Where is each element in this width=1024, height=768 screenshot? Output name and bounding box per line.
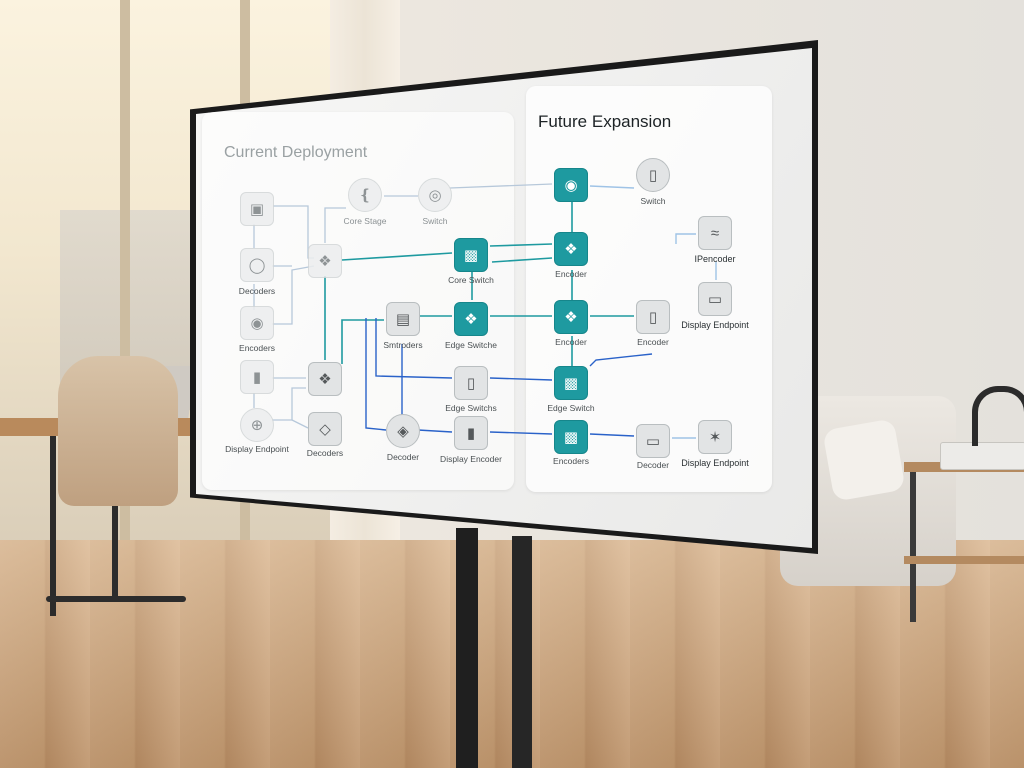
shelf — [904, 556, 1024, 564]
node-icon[interactable]: ❖ — [308, 362, 342, 396]
monitor-stand — [456, 528, 478, 768]
share-icon[interactable]: ✶ — [698, 420, 732, 454]
decoder-label: Decoder — [386, 452, 420, 462]
core-switch-label: Core Switch — [448, 275, 494, 285]
monitor-screen: Current Deployment Future Expansion — [196, 48, 812, 548]
edge-switch-label: Edge Switch — [547, 403, 595, 413]
link — [489, 377, 553, 381]
decoder-label: Decoder — [636, 460, 670, 470]
link — [272, 387, 306, 421]
display-endpoint-left-label: Display Endpoint — [225, 444, 289, 454]
encoders-label: Encoders — [553, 456, 589, 466]
core-switch-node[interactable]: ▩ — [454, 238, 488, 272]
desk-leg — [50, 436, 56, 616]
encoder-1-label: Encoder — [555, 269, 587, 279]
smtroders-label: Smtroders — [383, 340, 423, 350]
edge-switche-label: Edge Switche — [445, 340, 497, 350]
display-endpoint-2-label: Display Endpoint — [681, 458, 749, 468]
edge-switchs-label: Edge Switchs — [445, 403, 497, 413]
drop-icon[interactable]: ◈ — [386, 414, 420, 448]
edge-switch-node[interactable]: ▩ — [554, 366, 588, 400]
camera-node[interactable]: ◉ — [554, 168, 588, 202]
encoders-label: Encoders — [239, 343, 275, 353]
router — [940, 442, 1024, 470]
future-expansion-title: Future Expansion — [538, 112, 672, 131]
display-endpoint-1-label: Display Endpoint — [681, 320, 749, 330]
window-mullion — [120, 0, 130, 560]
box-icon[interactable]: ◯ — [240, 248, 274, 282]
link — [341, 319, 384, 364]
display-encoder-label: Display Encoder — [440, 454, 502, 464]
node-icon[interactable]: ❖ — [308, 244, 342, 278]
wifi-icon[interactable]: ≈ — [698, 216, 732, 250]
decoders-2-label: Decoders — [306, 448, 344, 458]
device-icon[interactable]: ▤ — [386, 302, 420, 336]
drop-icon[interactable]: ◉ — [240, 306, 274, 340]
light-links — [589, 185, 717, 439]
encoder-node[interactable]: ❖ — [554, 300, 588, 334]
link — [589, 353, 653, 367]
device-icon[interactable]: ▮ — [454, 416, 488, 450]
link — [489, 431, 553, 435]
link — [589, 185, 635, 189]
current-links — [253, 183, 553, 429]
future-switch-label: Switch — [640, 196, 666, 206]
decoders-label: Decoders — [238, 286, 276, 296]
box-icon[interactable]: ▭ — [698, 282, 732, 316]
phone-icon[interactable]: ▯ — [636, 158, 670, 192]
pillow — [822, 418, 906, 502]
connection-lines — [253, 183, 717, 439]
phone-icon[interactable]: ▯ — [454, 366, 488, 400]
current-deployment-title: Current Deployment — [224, 144, 368, 161]
encoder-2-label: Encoder — [555, 337, 587, 347]
link — [417, 429, 453, 433]
headphones — [972, 386, 1024, 446]
link — [291, 419, 309, 429]
link — [675, 233, 696, 244]
globe-icon[interactable]: ◎ — [418, 178, 452, 212]
link — [589, 433, 635, 437]
camera-icon[interactable]: ⊕ — [240, 408, 274, 442]
encoder-node[interactable]: ❖ — [554, 232, 588, 266]
link — [272, 265, 315, 325]
pin-icon[interactable]: ▮ — [240, 360, 274, 394]
side-table-leg — [910, 472, 916, 622]
switch-label: Switch — [422, 216, 448, 226]
ipencoder-label: IPencoder — [694, 254, 736, 264]
monitor-icon[interactable]: ▣ — [240, 192, 274, 226]
link — [341, 252, 453, 261]
core-stage-label: Core Stage — [343, 216, 387, 226]
link — [449, 183, 553, 189]
link — [489, 243, 553, 247]
signal-icon[interactable]: ❴ — [348, 178, 382, 212]
encoder-3-label: Encoder — [637, 337, 669, 347]
edge-switch-node[interactable]: ❖ — [454, 302, 488, 336]
device-icon[interactable]: ▯ — [636, 300, 670, 334]
link — [375, 318, 453, 379]
link — [491, 257, 553, 263]
link — [365, 318, 387, 431]
chair-base — [112, 506, 118, 596]
device-icon[interactable]: ◇ — [308, 412, 342, 446]
encoders-node[interactable]: ▩ — [554, 420, 588, 454]
chair-foot — [46, 596, 186, 602]
link — [324, 207, 346, 243]
display-icon[interactable]: ▭ — [636, 424, 670, 458]
chair — [58, 356, 178, 506]
monitor-stand-rear — [512, 536, 532, 768]
teal-links — [324, 198, 634, 366]
